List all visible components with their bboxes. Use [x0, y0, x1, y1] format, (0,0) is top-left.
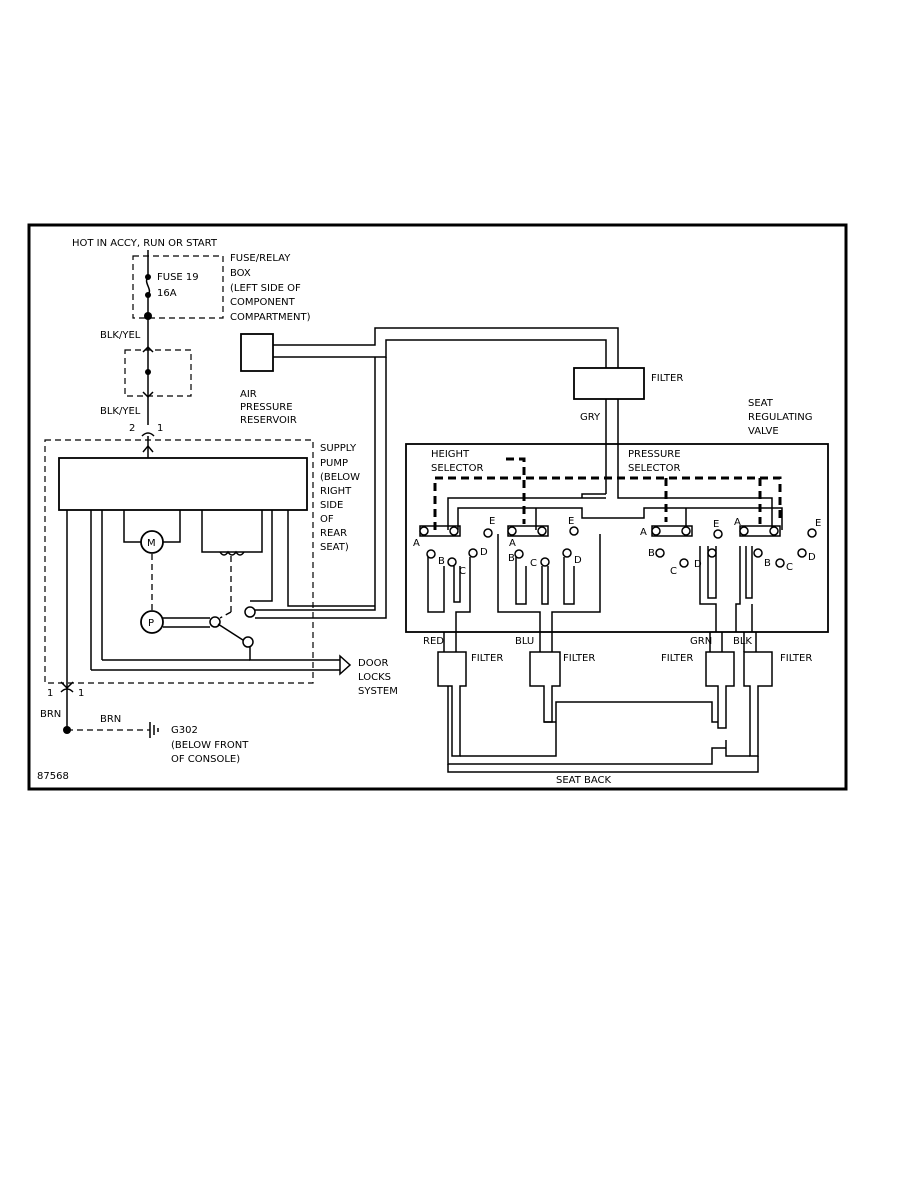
pump-label-1: SUPPLY	[320, 443, 357, 454]
ground-pin-left: 1	[47, 688, 53, 699]
reservoir-label-1: AIR	[240, 389, 257, 400]
line-blu: BLU	[515, 636, 534, 647]
wire-brn-horizontal: BRN	[100, 714, 121, 725]
pump-label-8: SEAT)	[320, 542, 349, 553]
ps1-port-b: B	[648, 548, 655, 559]
valve-label-3: VALVE	[748, 426, 779, 437]
ground-symbol	[149, 722, 159, 738]
relay-coil-symbol	[219, 550, 245, 556]
fuse-relay-box	[132, 255, 224, 319]
hs1-port-d: D	[480, 547, 488, 558]
ps2-port-d: D	[808, 552, 816, 563]
height-selector-2: SELECTOR	[431, 463, 484, 474]
reservoir-label-3: RESERVOIR	[240, 415, 297, 426]
hs2-port-d: D	[574, 555, 582, 566]
pump-label-3: (BELOW	[320, 472, 360, 483]
pump-label-7: REAR	[320, 528, 347, 539]
diagram-number: 87568	[37, 771, 69, 782]
pump-label-5: SIDE	[320, 500, 343, 511]
ground-location-2: OF CONSOLE)	[171, 754, 240, 765]
fuse-rating: 16A	[157, 288, 177, 299]
filter-blk	[743, 651, 773, 757]
conn-pin-2: 2	[129, 423, 135, 434]
filter-blk-label: FILTER	[780, 653, 812, 664]
hs1-port-a: A	[413, 538, 420, 549]
pump-symbol-label: P	[148, 618, 154, 629]
fuse-box-line-1: FUSE/RELAY	[230, 253, 291, 264]
line-grn: GRN	[690, 636, 712, 647]
supply-pump-outline	[44, 439, 314, 684]
gry-label: GRY	[580, 412, 601, 423]
ps1-port-a: A	[640, 527, 647, 538]
filter-grn	[705, 651, 735, 729]
wire-brn-vertical: BRN	[40, 709, 61, 720]
ps2-port-e: E	[815, 518, 821, 529]
filter-grn-label: FILTER	[661, 653, 693, 664]
diagram-frame	[27, 223, 848, 791]
fuse-box-line-3: (LEFT SIDE OF	[230, 283, 301, 294]
filter-gry	[573, 367, 645, 400]
pump-label-2: PUMP	[320, 458, 348, 469]
ps2-port-b: B	[764, 558, 771, 569]
seat-regulating-valve	[405, 443, 829, 633]
fuse-name: FUSE 19	[157, 272, 199, 283]
hs1-port-b: B	[438, 556, 445, 567]
ps1-port-e: E	[713, 519, 719, 530]
motor-symbol	[140, 530, 164, 554]
filter-gry-label: FILTER	[651, 373, 683, 384]
reservoir-label-2: PRESSURE	[240, 402, 293, 413]
pump-control-module	[58, 457, 308, 511]
door-locks-2: LOCKS	[358, 672, 391, 683]
hs1-port-c: C	[459, 566, 466, 577]
ps1-port-c: C	[670, 566, 677, 577]
hs2-port-e: E	[568, 516, 574, 527]
valve-label-2: REGULATING	[748, 412, 813, 423]
motor-label: M	[147, 538, 156, 549]
door-locks-3: SYSTEM	[358, 686, 398, 697]
line-red: RED	[423, 636, 444, 647]
ps2-port-a: A	[734, 517, 741, 528]
seat-back-outline	[447, 686, 726, 765]
seat-back-label: SEAT BACK	[556, 775, 612, 786]
fuse-box-line-5: COMPARTMENT)	[230, 312, 311, 323]
height-selector-1: HEIGHT	[431, 449, 470, 460]
wire-blk-yel-lower: BLK/YEL	[100, 406, 141, 417]
inline-connector-box	[124, 349, 192, 397]
ground-location-1: (BELOW FRONT	[171, 740, 249, 751]
wire-blk-yel-upper: BLK/YEL	[100, 330, 141, 341]
pressure-selector-2: SELECTOR	[628, 463, 681, 474]
ps1-port-d: D	[694, 559, 702, 570]
pump-label-4: RIGHT	[320, 486, 352, 497]
valve-label-1: SEAT	[748, 398, 774, 409]
hs2-port-c: C	[530, 558, 537, 569]
pressure-selector-1: PRESSURE	[628, 449, 681, 460]
ground-name: G302	[171, 725, 198, 736]
hs2-port-b: B	[508, 553, 515, 564]
hs2-port-a: A	[509, 538, 516, 549]
filter-red	[437, 651, 467, 757]
line-blk: BLK	[733, 636, 752, 647]
pump-symbol	[140, 610, 164, 634]
ground-pin-right: 1	[78, 688, 84, 699]
filter-red-label: FILTER	[471, 653, 503, 664]
ps2-port-c: C	[786, 562, 793, 573]
hot-label: HOT IN ACCY, RUN OR START	[72, 238, 218, 249]
pump-label-6: OF	[320, 514, 334, 525]
air-pressure-reservoir	[240, 333, 274, 372]
fuse-box-line-2: BOX	[230, 268, 251, 279]
filter-blu-label: FILTER	[563, 653, 595, 664]
conn-pin-1: 1	[157, 423, 163, 434]
door-locks-1: DOOR	[358, 658, 388, 669]
fuse-box-line-4: COMPONENT	[230, 297, 296, 308]
hs1-port-e: E	[489, 516, 495, 527]
